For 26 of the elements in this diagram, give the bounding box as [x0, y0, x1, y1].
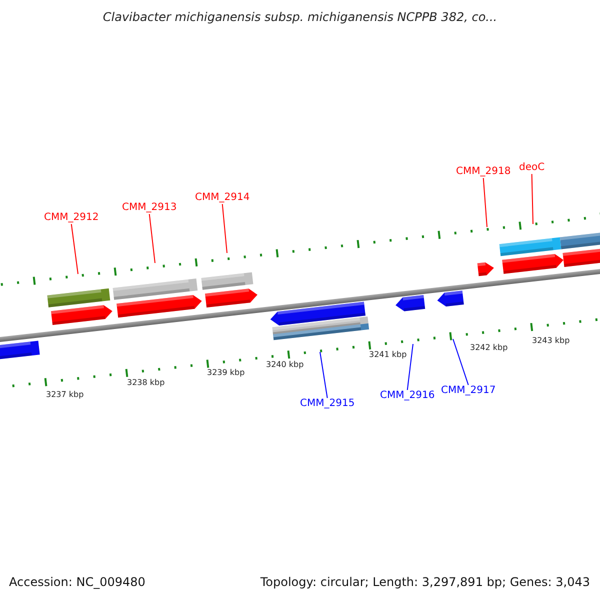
leader-line	[452, 338, 469, 386]
gene-label: CMM_2915	[300, 398, 355, 410]
footer-text: Accession: NC_009480	[9, 575, 146, 589]
scale-label: 3239 kbp	[207, 368, 245, 377]
gene-label: CMM_2918	[456, 166, 511, 178]
gene-label: CMM_2912	[44, 212, 99, 224]
scale-label: 3238 kbp	[127, 378, 165, 387]
scale-label: 3237 kbp	[46, 390, 84, 399]
scale-label: 3241 kbp	[369, 350, 407, 359]
gene-label: deoC	[519, 162, 545, 174]
leader-line	[148, 214, 156, 264]
gene-label: CMM_2917	[441, 385, 496, 397]
leader-line	[70, 224, 78, 274]
gene-label: CMM_2916	[380, 390, 435, 402]
leader-line	[482, 178, 488, 228]
leader-line	[406, 344, 414, 390]
gene-label: CMM_2914	[195, 192, 250, 204]
gene-label: CMM_2913	[122, 202, 177, 214]
scale-label: 3240 kbp	[266, 360, 304, 369]
scale-label: 3242 kbp	[470, 343, 508, 352]
scale-label: 3243 kbp	[532, 336, 570, 345]
leader-line	[222, 204, 228, 254]
leader-line	[320, 352, 328, 398]
leader-line	[531, 174, 534, 224]
title: Clavibacter michiganensis subsp. michiganensis NCPPB 382, co...	[102, 10, 498, 24]
footer-text: Topology: circular; Length: 3,297,891 bp; Genes: 3,043	[260, 575, 590, 589]
